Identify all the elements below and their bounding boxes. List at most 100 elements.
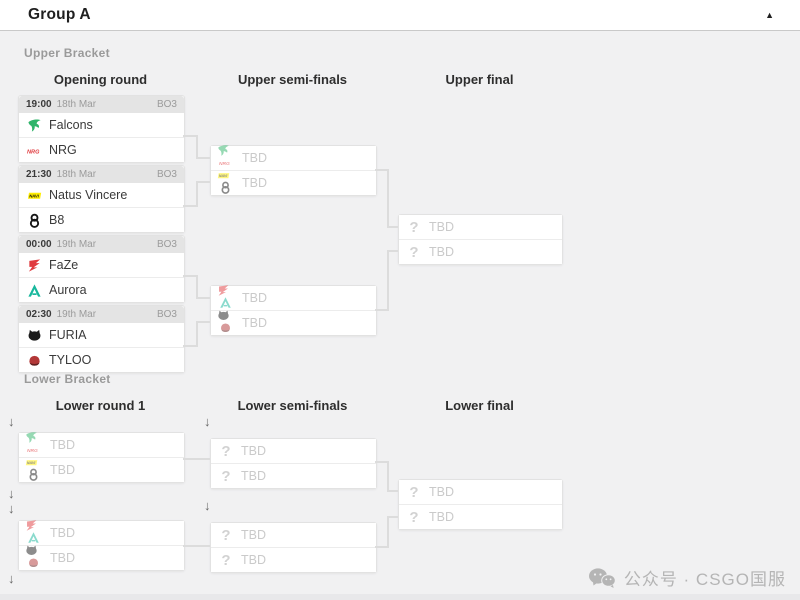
watermark-text: 公众号 · CSGO国服 [623, 570, 786, 589]
bracket-connector [183, 275, 197, 277]
match-card-faze-vs-aurora[interactable]: 00:00 19th Mar BO3 FaZe Aurora [18, 235, 185, 303]
nrg-icon [26, 142, 42, 158]
bracket-connector [183, 545, 210, 547]
collapse-caret-icon[interactable]: ▲ [765, 10, 774, 20]
faze-icon [26, 257, 42, 273]
bracket-connector [196, 181, 198, 207]
watermark: 公众号 · CSGO国服 [588, 565, 786, 590]
tbd-slot[interactable]: ? TBD [211, 523, 376, 547]
tbd-slot[interactable]: TBD [19, 521, 184, 545]
match-format: BO3 [156, 99, 177, 110]
bracket-connector [387, 461, 389, 492]
possible-teams-icons [26, 433, 43, 457]
aurora-icon [219, 296, 232, 309]
team-row-falcons[interactable]: Falcons [19, 113, 184, 137]
possible-teams-icons [218, 311, 235, 335]
team-row-nrg[interactable]: NRG [19, 137, 184, 162]
navi-icon [26, 187, 42, 203]
tbd-label: TBD [429, 245, 454, 259]
tbd-label: TBD [50, 463, 75, 477]
match-header: 00:00 19th Mar BO3 [19, 236, 184, 253]
question-icon: ? [409, 218, 419, 236]
drop-to-lower-arrow-icon: ↓ [8, 501, 15, 516]
team-row-b8[interactable]: B8 [19, 207, 184, 232]
bracket-connector [196, 297, 210, 299]
match-format: BO3 [156, 169, 177, 180]
tbd-label: TBD [429, 220, 454, 234]
team-name: Falcons [49, 118, 93, 132]
match-card-lower-semi-2[interactable]: ? TBD ? TBD [210, 522, 377, 573]
tbd-label: TBD [242, 151, 267, 165]
tbd-slot[interactable]: ? TBD [399, 480, 562, 504]
match-format: BO3 [156, 239, 177, 250]
bracket-connector [387, 490, 398, 492]
question-icon: ? [221, 467, 231, 485]
match-card-lower-final[interactable]: ? TBD ? TBD [398, 479, 563, 530]
team-row-natus-vincere[interactable]: Natus Vincere [19, 183, 184, 207]
tbd-label: TBD [241, 469, 266, 483]
column-header-upper-final: Upper final [445, 72, 514, 87]
tbd-slot[interactable]: TBD [19, 457, 184, 482]
match-card-upper-semi-2[interactable]: TBD TBD [210, 285, 377, 336]
tbd-slot[interactable]: TBD [19, 433, 184, 457]
bracket-connector [375, 461, 389, 463]
team-name: FaZe [49, 258, 79, 272]
match-date: 18th Mar [56, 99, 97, 110]
b8-icon [26, 212, 42, 228]
tbd-slot[interactable]: ? TBD [399, 239, 562, 264]
bracket-connector [196, 181, 210, 183]
page-title: Group A [28, 6, 91, 23]
match-header: 21:30 18th Mar BO3 [19, 166, 184, 183]
falcons-icon [26, 117, 42, 133]
team-row-faze[interactable]: FaZe [19, 253, 184, 277]
drop-to-lower-arrow-icon: ↓ [8, 486, 15, 501]
column-header-lower-round-1: Lower round 1 [55, 398, 146, 413]
match-card-upper-semi-1[interactable]: TBD TBD [210, 145, 377, 196]
team-row-furia[interactable]: FURIA [19, 323, 184, 347]
bracket-connector [375, 546, 389, 548]
bracket-connector [196, 321, 210, 323]
match-card-falcons-vs-nrg[interactable]: 19:00 18th Mar BO3 Falcons NRG [18, 95, 185, 163]
match-card-lower-round1-1[interactable]: TBD TBD [18, 432, 185, 483]
tbd-slot[interactable]: TBD [211, 310, 376, 335]
tbd-slot[interactable]: ? TBD [211, 547, 376, 572]
drop-to-lower-arrow-icon: ↓ [204, 414, 211, 429]
match-card-lower-semi-1[interactable]: ? TBD ? TBD [210, 438, 377, 489]
possible-teams-icons [218, 146, 235, 170]
tbd-label: TBD [242, 176, 267, 190]
match-date: 18th Mar [56, 169, 97, 180]
bottom-strip [0, 594, 800, 600]
b8-icon [27, 468, 40, 481]
tbd-label: TBD [429, 510, 454, 524]
tbd-slot[interactable]: TBD [19, 545, 184, 570]
tbd-slot[interactable]: ? TBD [211, 439, 376, 463]
match-card-furia-vs-tyloo[interactable]: 02:30 19th Mar BO3 FURIA TYLOO [18, 305, 185, 373]
tbd-label: TBD [241, 528, 266, 542]
team-row-aurora[interactable]: Aurora [19, 277, 184, 302]
match-card-navi-vs-b8[interactable]: 21:30 18th Mar BO3 Natus Vincere B8 [18, 165, 185, 233]
bracket-connector [183, 458, 210, 460]
match-header: 19:00 18th Mar BO3 [19, 96, 184, 113]
match-time: 02:30 [26, 309, 52, 320]
tbd-slot[interactable]: TBD [211, 286, 376, 310]
wechat-icon [588, 567, 616, 588]
tbd-slot[interactable]: TBD [211, 170, 376, 195]
tbd-slot[interactable]: TBD [211, 146, 376, 170]
match-card-lower-round1-2[interactable]: TBD TBD [18, 520, 185, 571]
tbd-slot[interactable]: ? TBD [399, 504, 562, 529]
question-icon: ? [409, 243, 419, 261]
tbd-label: TBD [242, 291, 267, 305]
tbd-label: TBD [241, 444, 266, 458]
team-row-tyloo[interactable]: TYLOO [19, 347, 184, 372]
match-date: 19th Mar [56, 309, 97, 320]
match-time: 19:00 [26, 99, 52, 110]
bracket-connector [183, 205, 197, 207]
bracket-connector [387, 516, 389, 548]
bracket-connector [387, 250, 389, 311]
tbd-label: TBD [50, 551, 75, 565]
match-card-upper-final[interactable]: ? TBD ? TBD [398, 214, 563, 265]
tbd-slot[interactable]: ? TBD [211, 463, 376, 488]
tbd-slot[interactable]: ? TBD [399, 215, 562, 239]
possible-teams-icons [26, 521, 43, 545]
